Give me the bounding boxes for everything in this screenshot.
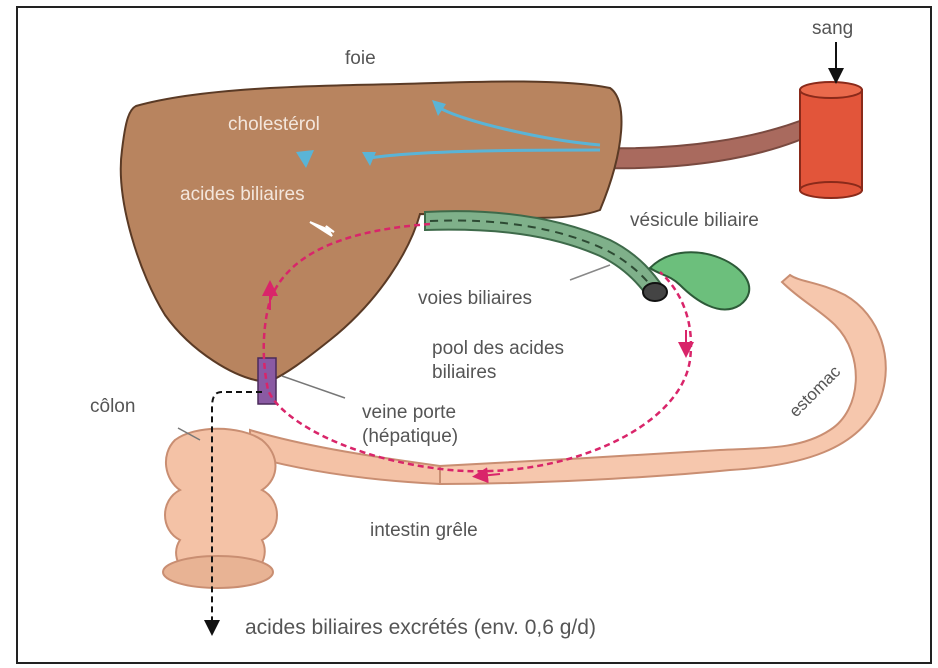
colon [163, 429, 277, 588]
voies-leader [570, 265, 610, 280]
blood-cylinder [800, 82, 862, 198]
label-veine-1: veine porte [362, 402, 456, 423]
portal-vein [258, 358, 276, 404]
veine-leader [282, 376, 345, 398]
label-intestin: intestin grêle [370, 520, 478, 541]
label-excretes: acides biliaires excrétés (env. 0,6 g/d) [245, 616, 596, 639]
label-estomac: estomac [785, 362, 844, 421]
gallbladder [650, 252, 749, 309]
label-pool-1: pool des acides [432, 338, 564, 359]
label-cholesterol: cholestérol [228, 114, 320, 135]
label-pool-2: biliaires [432, 362, 496, 383]
label-vesicule: vésicule biliaire [630, 210, 759, 231]
label-acides-biliaires: acides biliaires [180, 184, 305, 205]
hepatic-vessel [600, 112, 826, 168]
label-veine-2: (hépatique) [362, 426, 458, 447]
label-voies: voies biliaires [418, 288, 532, 309]
label-sang: sang [812, 18, 853, 39]
label-foie: foie [345, 48, 376, 69]
label-colon: côlon [90, 396, 135, 417]
